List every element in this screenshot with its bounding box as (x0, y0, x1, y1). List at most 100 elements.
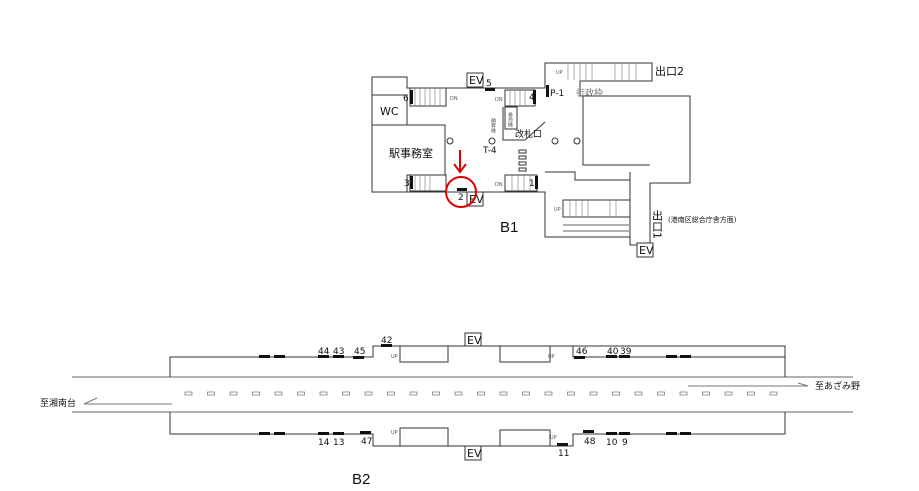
arrow-head (83, 397, 98, 405)
stair-5-marker (485, 88, 495, 91)
door-marker (353, 356, 364, 359)
door-marker (259, 355, 270, 358)
door-marker (680, 432, 691, 435)
turnstiles (518, 149, 527, 172)
stair-number-6: 6 (403, 94, 409, 104)
stair-number-4: 4 (529, 93, 535, 103)
exit-1-direction: (港南区総合庁舎方面) (668, 215, 737, 224)
stair-direction: UP (550, 435, 557, 441)
door-marker (557, 443, 568, 446)
door-marker (606, 355, 617, 358)
track-marker (724, 391, 733, 396)
car-number: 48 (584, 437, 596, 447)
stair-direction: UP (548, 354, 555, 360)
ev-label: EV (639, 244, 654, 257)
track-marker (319, 391, 328, 396)
ticket-gate-label: 改札口 (515, 128, 542, 140)
door-marker (318, 432, 329, 435)
car-number: 44 (318, 347, 330, 357)
track-marker (522, 391, 530, 396)
track-marker (544, 391, 553, 396)
door-marker (274, 355, 285, 358)
stair-direction: DN (450, 96, 458, 102)
stair-direction: UP (554, 207, 561, 213)
track-marker (342, 391, 350, 396)
track-marker (634, 391, 643, 396)
pillars (446, 137, 581, 145)
door-marker (360, 431, 371, 434)
stair-direction: UP (391, 430, 398, 436)
stair-direction: DN (495, 97, 503, 103)
ticket-machine (504, 106, 518, 130)
floor-label-b1: B1 (500, 219, 518, 236)
ticket-machine-label: 券売機 (507, 111, 513, 128)
stair-4: DN (495, 89, 536, 107)
track-marker (364, 391, 373, 396)
stair-1: DN (495, 174, 538, 192)
b1-inner-walls (545, 96, 650, 237)
track-marker (229, 391, 238, 396)
platform-door-markers (259, 344, 691, 446)
car-number: 43 (333, 347, 344, 357)
stair-2-marker (457, 188, 467, 191)
exit-2-label: 出口2 (655, 64, 684, 78)
track-marker (184, 391, 193, 396)
platform-south (169, 412, 786, 447)
door-marker (574, 356, 585, 359)
b2-floor-plan: UP UP UP UP EV EV 44 43 45 42 46 40 39 1… (40, 332, 860, 488)
stair-number-2: 2 (458, 193, 464, 203)
track-marker (499, 391, 508, 396)
stair-up (499, 345, 551, 363)
highlight-marker (445, 150, 477, 208)
car-number: 11 (558, 449, 569, 459)
car-number: 40 (607, 347, 619, 357)
fare-adjustment-machine-label: 精算機 (490, 117, 496, 134)
track-marker (477, 391, 485, 396)
stair-number-3: 3 (404, 179, 410, 189)
track-marker (252, 391, 260, 396)
track-marker (702, 391, 710, 396)
stair-direction: UP (391, 354, 398, 360)
track-marker (297, 391, 305, 396)
track-marker (207, 391, 215, 396)
ev-box (464, 445, 482, 461)
stair-up (499, 429, 551, 447)
track-marker (454, 391, 463, 396)
car-number: 14 (318, 438, 330, 448)
p1-label: P-1 (550, 89, 564, 99)
track-marker (769, 391, 778, 396)
ev-label: EV (469, 74, 484, 87)
exit-1-label: 出口1 (651, 209, 664, 239)
car-number: 13 (333, 438, 344, 448)
b1-floor-plan: DN DN DN UP UP (371, 62, 737, 258)
b1-concourse-outline (371, 62, 691, 246)
wc-label: WC (380, 105, 399, 118)
stair-up (399, 427, 449, 447)
door-marker (666, 355, 677, 358)
car-number: 9 (622, 438, 628, 448)
arrow-head (797, 382, 809, 387)
track-marker (589, 391, 598, 396)
ev-label: EV (467, 334, 482, 347)
ticket-gate-enclosure (502, 107, 546, 141)
floor-label-b2: B2 (352, 471, 370, 488)
track-marker (747, 391, 755, 396)
door-marker (318, 355, 329, 358)
door-marker (381, 344, 392, 347)
stair-exit2: UP (556, 64, 637, 80)
track-marker (657, 391, 665, 396)
door-marker (333, 432, 344, 435)
stair-number-5: 5 (486, 79, 492, 89)
stair-direction: DN (495, 182, 503, 188)
stair-up (399, 345, 449, 363)
direction-to-azamino: 至あざみ野 (815, 380, 860, 392)
ev-label: EV (467, 447, 482, 460)
direction-to-shonandai: 至湘南台 (40, 397, 76, 409)
car-number: 42 (381, 336, 392, 346)
platform-north (169, 345, 786, 377)
admin-frame-label: 行政枠 (576, 87, 603, 99)
track-marker (432, 391, 440, 396)
stair-direction: UP (556, 70, 563, 76)
